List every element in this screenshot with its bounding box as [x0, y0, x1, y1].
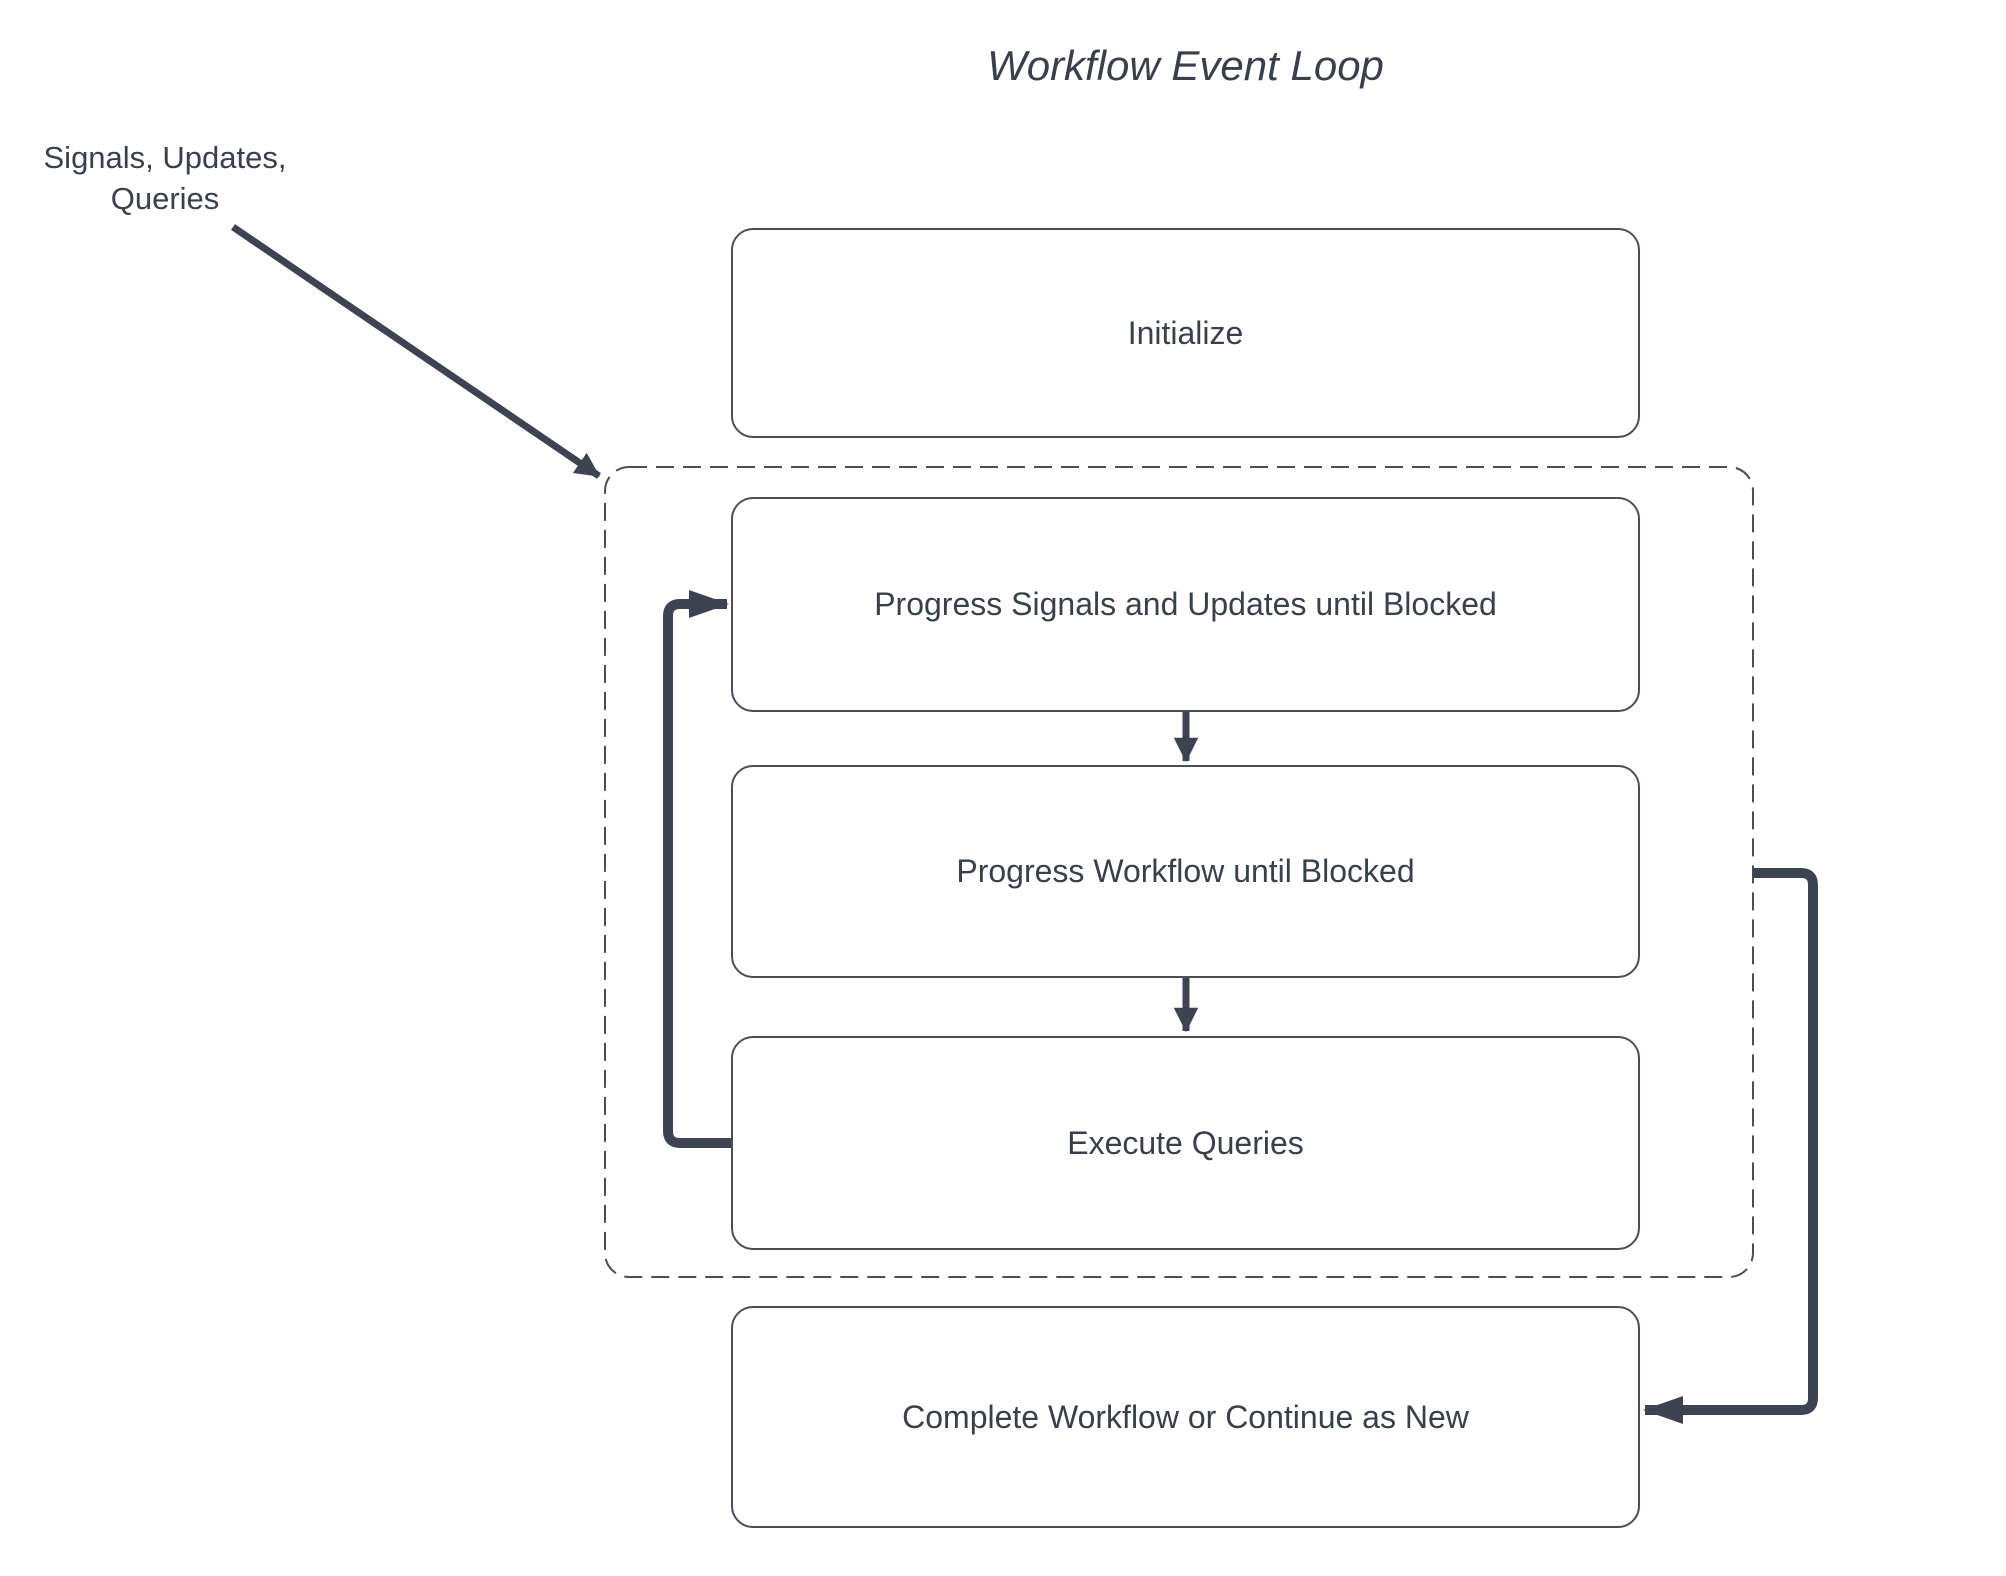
node-complete-workflow: Complete Workflow or Continue as New	[731, 1306, 1640, 1528]
node-progress-workflow: Progress Workflow until Blocked	[731, 765, 1640, 978]
node-execute-queries-label: Execute Queries	[1067, 1124, 1304, 1161]
annotation-line-1: Signals, Updates,	[43, 140, 287, 175]
node-initialize: Initialize	[731, 228, 1640, 438]
annotation-line-2: Queries	[110, 180, 220, 216]
node-complete-workflow-label: Complete Workflow or Continue as New	[902, 1398, 1469, 1435]
node-progress-signals-label: Progress Signals and Updates until Block…	[874, 586, 1497, 622]
signals-updates-queries-annotation: Signals, Updates, Queries	[20, 138, 310, 220]
exit-arrow-event-loop-to-complete	[1643, 868, 1818, 1424]
loopback-arrow-execute-queries-to-progress-signals	[663, 590, 731, 1148]
node-initialize-label: Initialize	[1127, 314, 1244, 351]
signals-input-arrow	[231, 224, 601, 479]
node-execute-queries: Execute Queries	[731, 1036, 1640, 1250]
node-progress-workflow-label: Progress Workflow until Blocked	[956, 853, 1415, 889]
node-progress-signals-and-updates: Progress Signals and Updates until Block…	[731, 497, 1640, 712]
diagram-title: Workflow Event Loop	[987, 42, 1384, 89]
